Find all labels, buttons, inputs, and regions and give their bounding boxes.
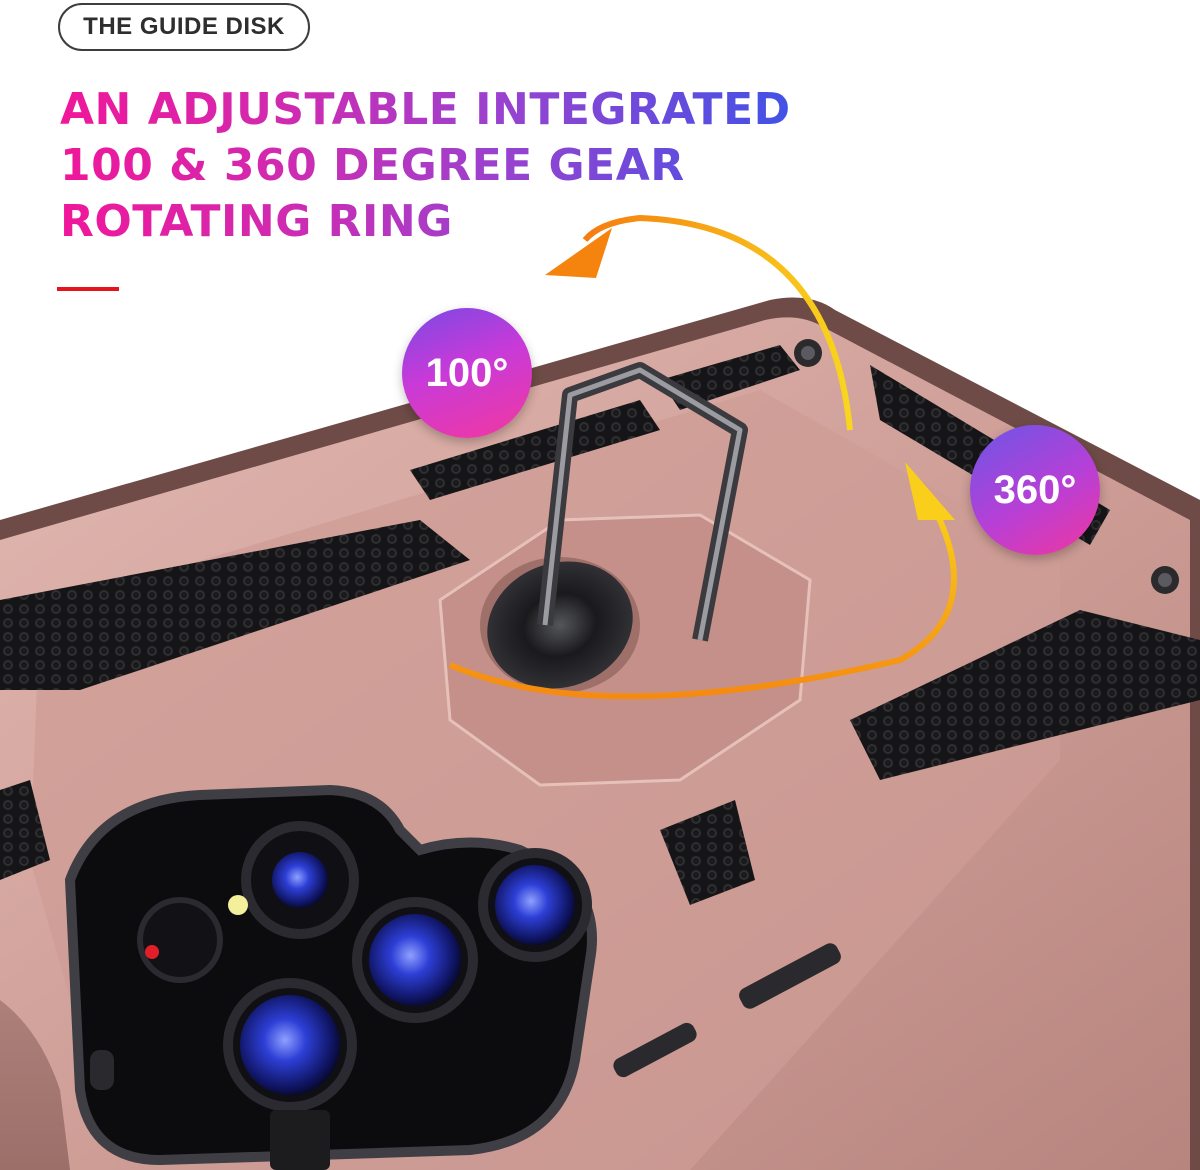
camera-module	[64, 784, 597, 1166]
headline-line-3: ROTATING RING	[60, 196, 453, 247]
ring-holder	[438, 362, 812, 787]
spin-degree-callout: 360°	[970, 425, 1100, 555]
guide-disk-badge: THE GUIDE DISK	[58, 3, 310, 51]
side-buttons	[90, 943, 841, 1170]
accent-line	[57, 287, 119, 291]
tilt-degree-callout: 100°	[402, 308, 532, 438]
headline-line-2: 100 & 360 DEGREE GEAR	[60, 140, 685, 191]
headline-line-1: AN ADJUSTABLE INTEGRATED	[60, 84, 791, 135]
rotation-arrows	[448, 214, 957, 700]
corner-screws	[794, 339, 1179, 594]
headline: AN ADJUSTABLE INTEGRATED 100 & 360 DEGRE…	[60, 82, 791, 250]
